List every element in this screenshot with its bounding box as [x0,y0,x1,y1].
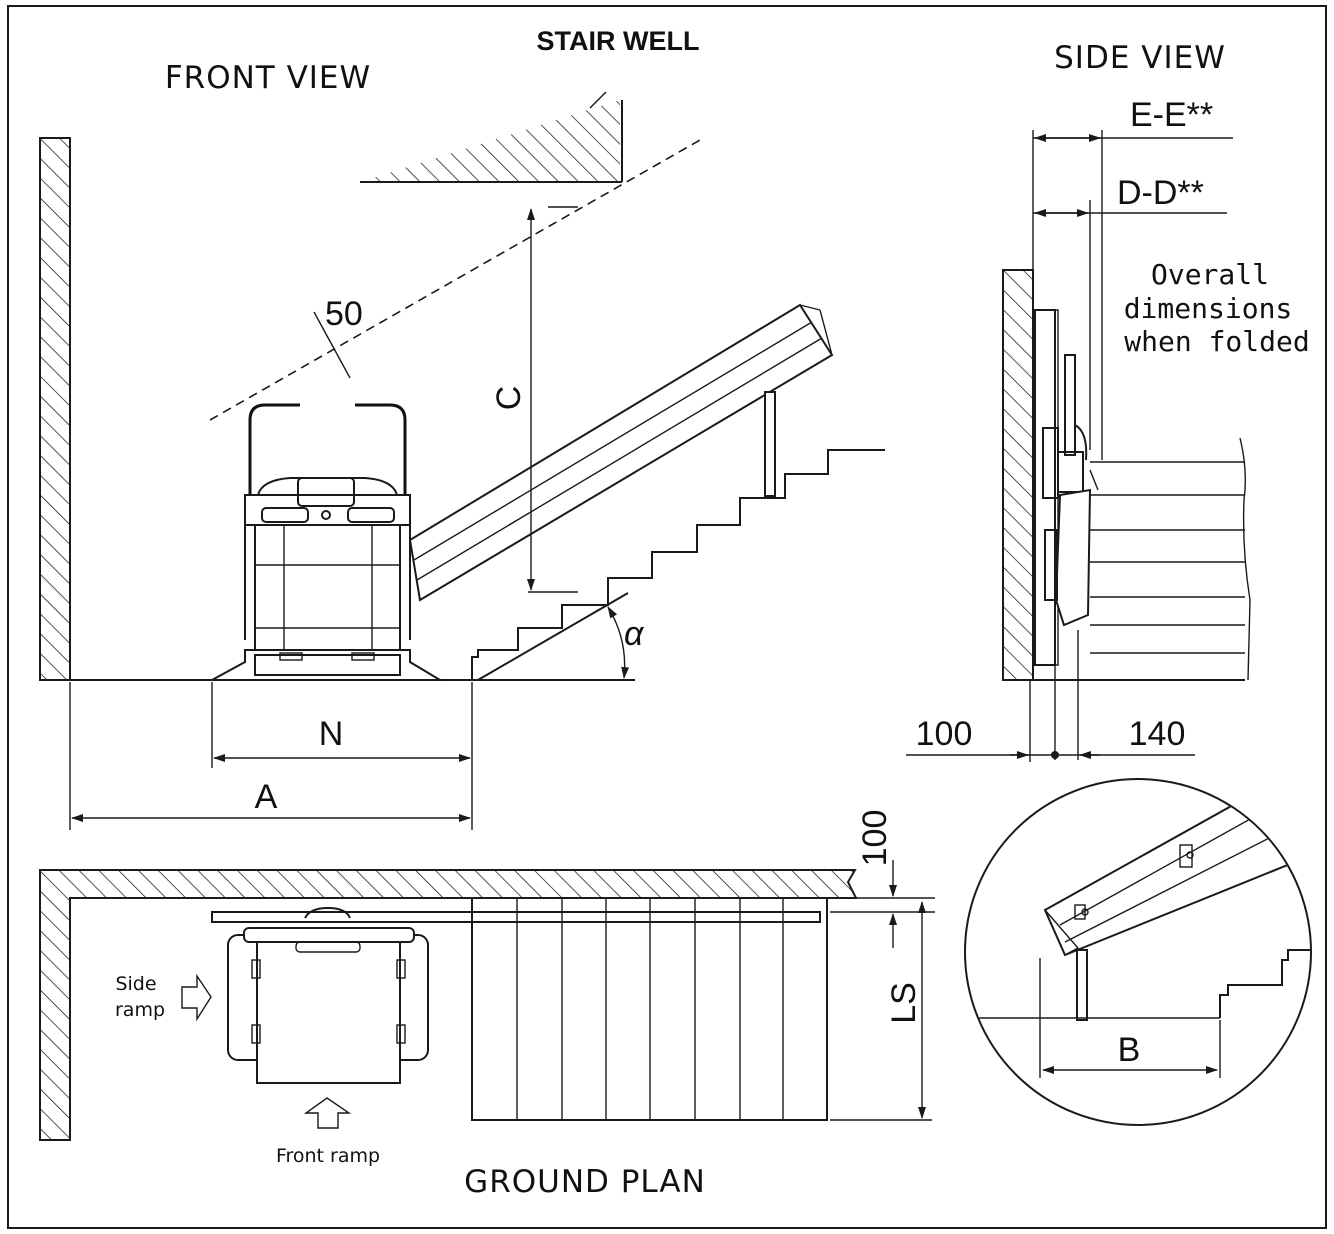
ground-plan: Side ramp Front ramp 100 LS [39,810,935,1167]
front-view: 50 C α N A [39,91,885,830]
stairlift-rail [408,303,834,602]
side-view: E-E** D-D** Overall dimensions when fold… [906,96,1310,762]
alpha-label: α [624,615,645,653]
dim-140-label: 140 [1129,715,1186,753]
folded-note-line1: Overall [1151,258,1269,291]
drawing-frame [7,5,1327,1229]
clearance-dashed-line [209,139,701,421]
front-ramp-arrow-icon [303,1097,352,1129]
stair-well-title: STAIR WELL [537,26,700,56]
dim-ee-label: E-E** [1130,96,1213,134]
platform-lift-front [211,403,444,681]
dim-50-leader [313,311,351,379]
stairs-pitch-line [477,592,629,681]
detail-circle: B [964,778,1312,1126]
front-ramp-label: Front ramp [276,1145,380,1167]
folded-note-line2: dimensions [1124,292,1293,325]
side-ramp-arrow-icon [181,973,212,1022]
dim-dd-label: D-D** [1117,174,1204,212]
stairs-profile [471,449,885,680]
dim-b-label: B [1118,1031,1141,1069]
side-view-title: SIDE VIEW [1054,40,1226,76]
plan-lift [227,906,429,1084]
left-wall-hatch [39,137,71,681]
plan-stair-treads [471,897,828,1121]
dim-50-label: 50 [325,295,363,333]
dim-c-label: C [490,386,528,411]
side-steps [1090,437,1251,681]
dim-100-side-label: 100 [916,715,973,753]
dim-100-plan-label: 100 [856,810,894,867]
folded-lift [1034,309,1099,760]
side-ramp-label-1: Side [115,973,156,995]
side-wall-hatch [1002,269,1034,681]
front-view-title: FRONT VIEW [165,60,371,96]
folded-note-line3: when folded [1124,325,1309,358]
alpha-arc [607,606,630,679]
ground-plan-title: GROUND PLAN [464,1164,706,1200]
dim-a-label: A [255,778,278,816]
dim-ls-label: LS [885,982,923,1024]
stairwell-ceiling [360,91,623,183]
side-ramp-label-2: ramp [115,999,165,1021]
dim-n-label: N [319,715,344,753]
